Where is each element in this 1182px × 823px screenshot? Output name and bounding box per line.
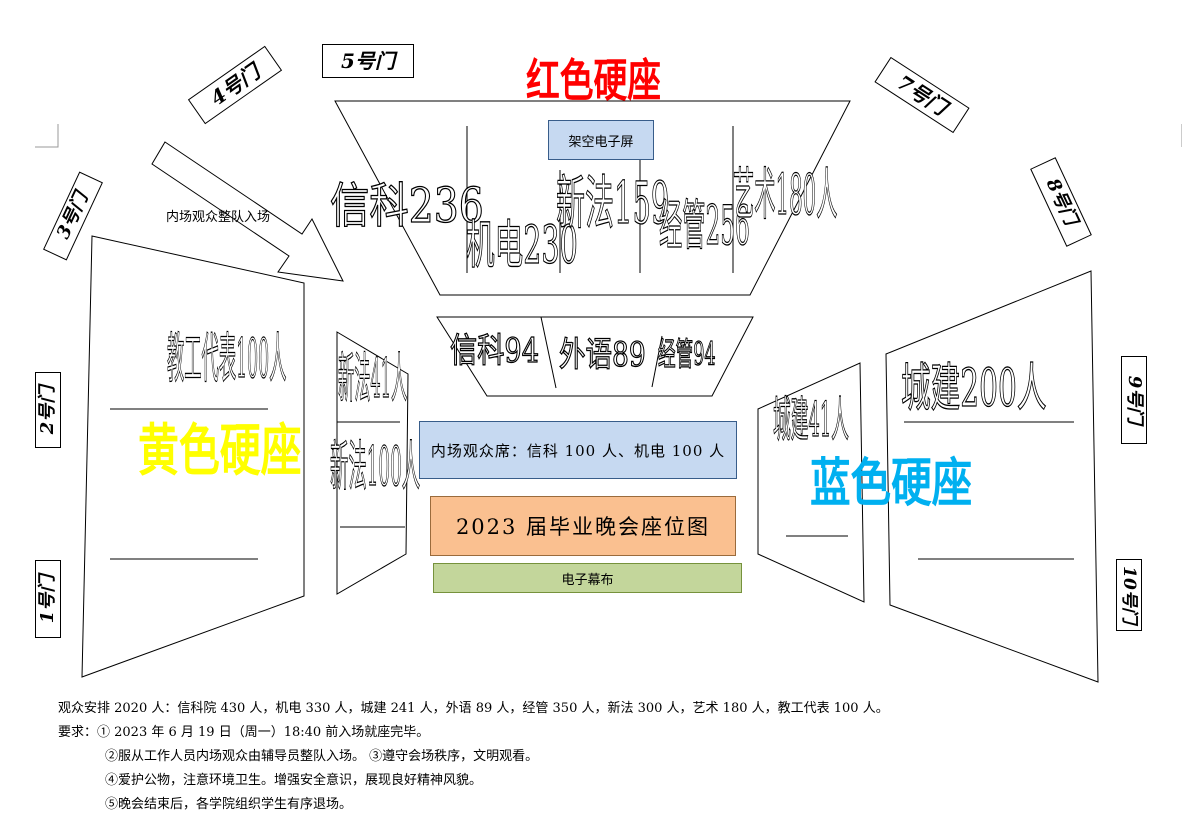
section-jingguan94: 经管94 [658, 335, 716, 373]
gate-1: 1号门 [35, 560, 61, 638]
section-jiaogong100: 教工代表100人 [167, 327, 287, 390]
entry-arrow-shape [151, 141, 344, 282]
blue-zone-label: 蓝色硬座 [810, 454, 973, 514]
red-zone-lower-outline [436, 316, 754, 397]
note-line-4: ④爱护公物，注意环境卫生。增强安全意识，展现良好精神风貌。 [105, 773, 483, 788]
notes-block: 观众安排 2020 人：信科院 430 人，机电 330 人，城建 241 人，… [58, 697, 889, 817]
title-box: 2023 届毕业晚会座位图 [430, 496, 736, 556]
gate-2: 2号门 [35, 372, 61, 448]
gate-10: 10号门 [1116, 559, 1142, 631]
section-jingguan256: 经管256 [659, 194, 750, 257]
section-jidian230: 机电230 [466, 216, 579, 276]
section-yishu180: 艺术180人 [733, 163, 838, 228]
section-xinfa41: 新法41人 [338, 347, 408, 410]
page-title: 2023 届毕业晚会座位图 [455, 515, 711, 539]
screen-curtain-box: 电子幕布 [433, 563, 742, 593]
screen-curtain-label: 电子幕布 [561, 572, 614, 588]
red-zone-upper-outline [334, 100, 851, 296]
gate-5: 5号门 [322, 44, 414, 78]
note-line-2: 要求：① 2023 年 6 月 19 日（周一）18:40 前入场就座完毕。 [58, 725, 430, 740]
overhead-screen-label: 架空电子屏 [568, 134, 634, 150]
entry-arrow-label: 内场观众整队入场 [166, 210, 271, 225]
inner-audience-label: 内场观众席：信科 100 人、机电 100 人 [430, 441, 726, 460]
section-waiyu89: 外语89 [558, 335, 646, 375]
red-lower-divider-1 [540, 316, 557, 389]
section-xinke94: 信科94 [449, 331, 540, 371]
overhead-screen: 架空电子屏 [548, 120, 654, 160]
section-xinfa100: 新法100人 [330, 435, 421, 498]
xinfa-zone-outline [336, 331, 409, 595]
section-chengjian41: 城建41人 [773, 392, 849, 448]
section-xinfa159: 新法159 [556, 169, 670, 237]
blue-zone-outline [885, 270, 1099, 683]
yellow-zone-outline [81, 235, 305, 678]
note-line-5: ⑤晚会结束后，各学院组织学生有序退场。 [105, 797, 353, 812]
corner-mark-left [35, 124, 59, 148]
inner-audience-box: 内场观众席：信科 100 人、机电 100 人 [419, 421, 737, 479]
gate-9: 9号门 [1121, 356, 1147, 444]
section-chengjian200: 城建200人 [901, 359, 1047, 419]
yellow-zone-label: 黄色硬座 [138, 419, 302, 484]
chengjian-small-zone-outline [757, 362, 865, 603]
red-lower-divider-2 [651, 335, 663, 388]
red-zone-label: 红色硬座 [526, 54, 662, 107]
note-line-3: ②服从工作人员内场观众由辅导员整队入场。 ③遵守会场秩序，文明观看。 [105, 749, 539, 764]
note-line-1: 观众安排 2020 人：信科院 430 人，机电 330 人，城建 241 人，… [58, 701, 889, 716]
section-xinke236: 信科236 [329, 178, 484, 234]
